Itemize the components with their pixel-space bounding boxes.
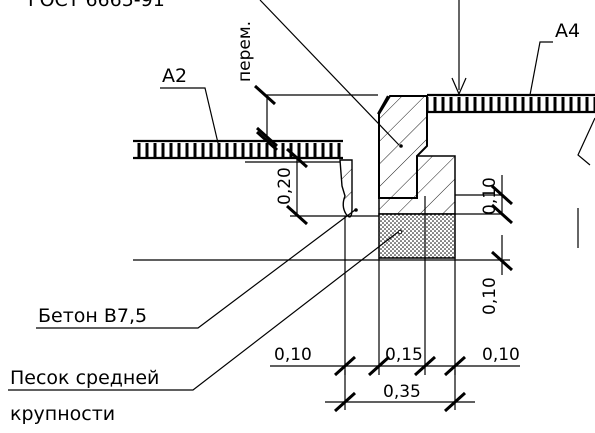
beton-label: Бетон В7,5 (38, 305, 147, 327)
extension-lines (133, 94, 510, 410)
pavement-a4-layer (427, 93, 595, 114)
gost-label: ГОСТ 6665-91 (28, 0, 165, 11)
pavement-a2-layer (133, 139, 343, 160)
leader-lines (8, 0, 553, 391)
pesok-label-line2: крупности (10, 403, 115, 425)
break-edge-right (577, 117, 595, 248)
dim-010-right-label: 0,10 (482, 345, 520, 365)
dim-010-upper-label: 0,10 (480, 177, 500, 215)
pesok-label-line1: Песок средней (10, 367, 159, 389)
dim-010-left-label: 0,10 (274, 345, 312, 365)
sand-base (378, 213, 456, 259)
dim-015-label: 0,15 (385, 345, 423, 365)
perem-label: перем. (235, 21, 255, 82)
dim-035-label: 0,35 (383, 382, 421, 402)
a4-label: А4 (555, 20, 580, 42)
dimension-ticks (253, 84, 520, 413)
dim-020-label: 0,20 (275, 167, 295, 205)
dim-010-lower-label: 0,10 (480, 277, 500, 315)
a2-label: А2 (162, 65, 187, 87)
